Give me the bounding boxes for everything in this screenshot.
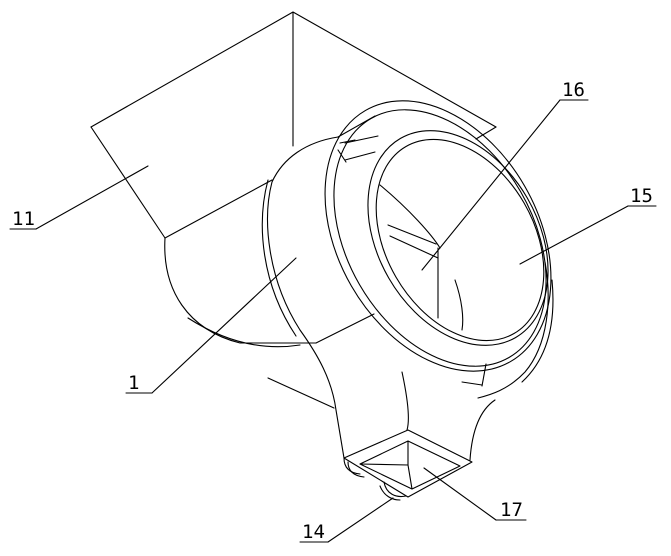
callout-17: 17 (500, 499, 523, 521)
inner-ring (337, 130, 549, 387)
outlet-neck (343, 371, 496, 501)
body-cylinder (261, 136, 356, 459)
callout-1: 1 (128, 372, 139, 394)
callout-14: 14 (302, 521, 325, 543)
hopper (90, 11, 497, 239)
callout-labels: 11 1 14 16 15 17 (12, 79, 653, 543)
callout-15: 15 (630, 185, 653, 207)
hopper-bowl (164, 237, 375, 409)
outer-ring (324, 100, 554, 399)
callout-11: 11 (12, 208, 35, 230)
callout-16: 16 (562, 79, 585, 101)
leader-lines (9, 99, 657, 543)
